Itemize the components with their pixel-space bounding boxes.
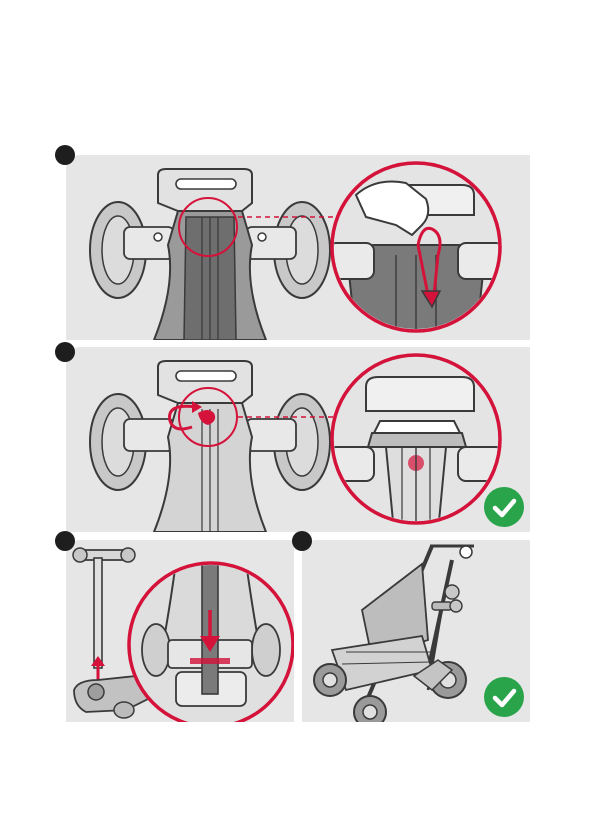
step-2-marker [55,342,75,362]
step-3-illustration [66,540,294,722]
step-2-panel [66,347,530,532]
step-1-illustration [66,155,530,340]
step-2-check-icon [484,487,524,527]
step-4-check-icon [484,677,524,717]
step-1-panel [66,155,530,340]
step-2-illustration [66,347,530,532]
step-1-marker [55,145,75,165]
step-3-marker [55,531,75,551]
step-4-marker [292,531,312,551]
step-3-panel [66,540,294,722]
